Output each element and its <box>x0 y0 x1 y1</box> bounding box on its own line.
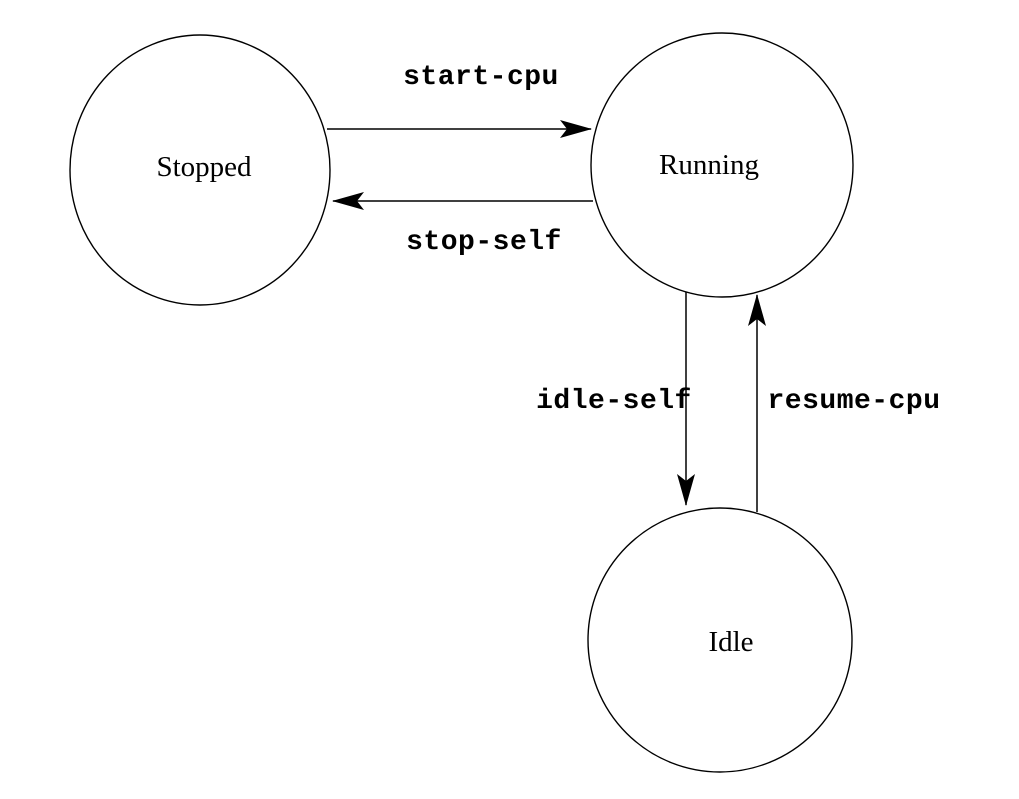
state-circle-idle <box>587 507 853 773</box>
state-running: Running <box>590 32 854 298</box>
transition-label-stop-self: stop-self <box>406 227 562 258</box>
transition-label-start-cpu: start-cpu <box>403 62 559 93</box>
state-stopped: Stopped <box>69 34 331 306</box>
state-label-running: Running <box>659 149 759 181</box>
transition-label-resume-cpu: resume-cpu <box>767 386 940 417</box>
transition-stop-self: stop-self <box>332 192 593 258</box>
transition-resume-cpu: resume-cpu <box>748 294 940 512</box>
state-circle-stopped <box>69 34 331 306</box>
transition-label-idle-self: idle-self <box>536 386 692 417</box>
transition-start-cpu: start-cpu <box>327 62 592 138</box>
state-label-idle: Idle <box>708 626 753 658</box>
state-circle-running <box>590 32 854 298</box>
state-label-stopped: Stopped <box>156 151 252 183</box>
transition-idle-self: idle-self <box>536 292 695 506</box>
state-idle: Idle <box>587 507 853 773</box>
